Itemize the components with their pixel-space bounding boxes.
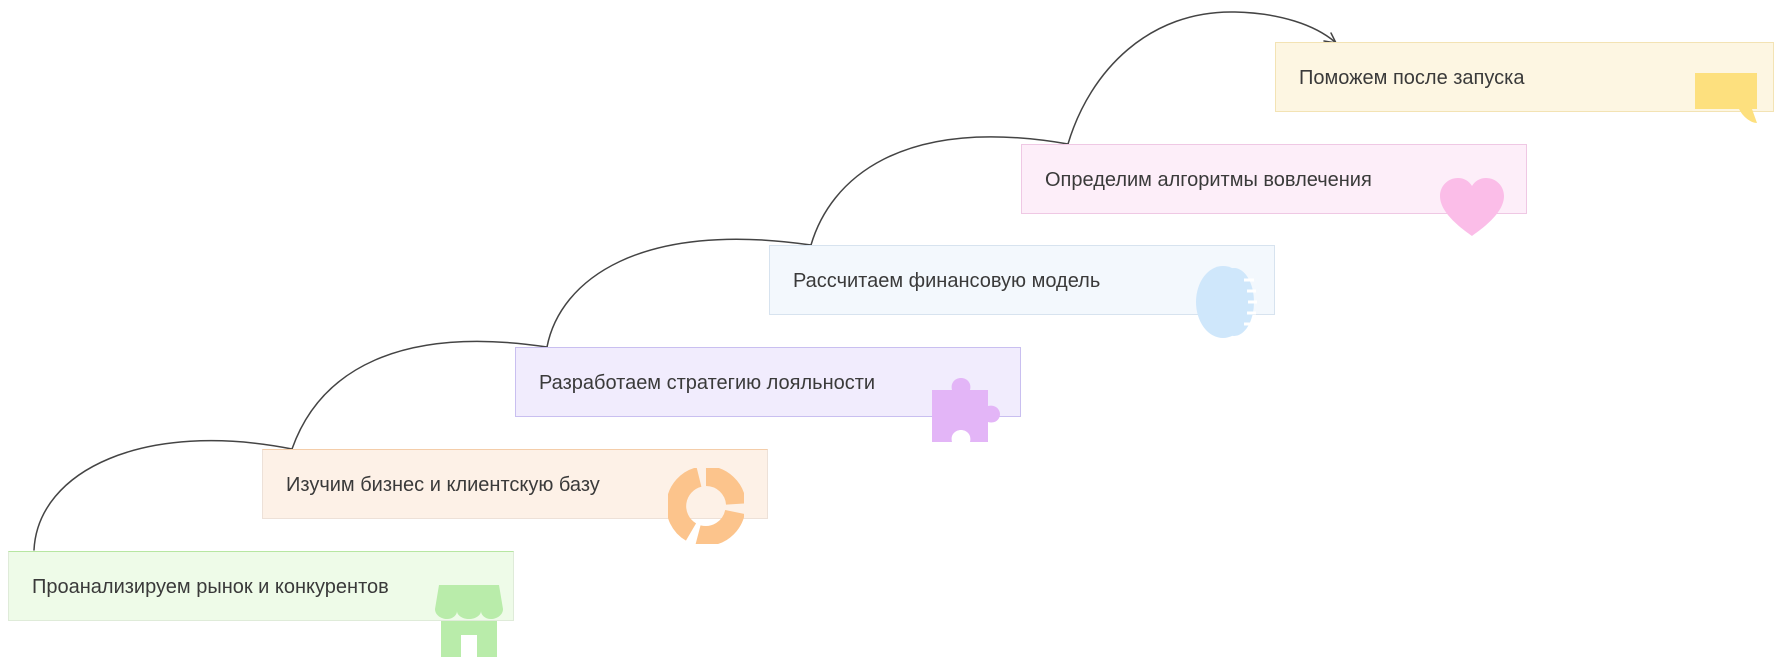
puzzle-piece-icon (928, 376, 1004, 452)
step-4-box[interactable]: Рассчитаем финансовую модель (769, 245, 1275, 338)
connector-2-3 (291, 340, 548, 450)
connector-1-2 (33, 439, 293, 551)
donut-chart-icon (668, 468, 744, 544)
step-6-box[interactable]: Поможем после запуска (1275, 42, 1774, 123)
coin-icon (1192, 264, 1268, 340)
step-4-label: Рассчитаем финансовую модель (793, 270, 1101, 292)
step-3-label: Разработаем стратегию лояльности (539, 372, 876, 394)
step-5-box[interactable]: Определим алгоритмы вовлечения (1021, 144, 1527, 236)
step-1-label: Проанализируем рынок и конкурентов (32, 576, 389, 598)
step-2-box[interactable]: Изучим бизнес и клиентскую базу (262, 449, 768, 544)
step-5-label: Определим алгоритмы вовлечения (1045, 169, 1372, 191)
step-6-label: Поможем после запуска (1299, 67, 1525, 89)
step-1-box[interactable]: Проанализируем рынок и конкурентов (8, 551, 514, 657)
step-3-box[interactable]: Разработаем стратегию лояльности (515, 347, 1021, 442)
step-2-label: Изучим бизнес и клиентскую базу (286, 474, 600, 496)
heart-icon (1434, 170, 1510, 246)
speech-bubble-icon (1691, 71, 1767, 147)
